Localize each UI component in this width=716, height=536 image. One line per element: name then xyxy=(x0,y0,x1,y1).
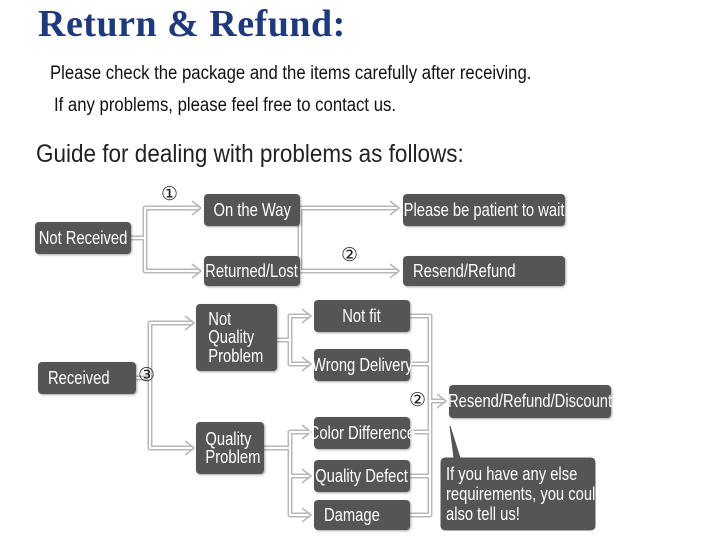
arrowhead xyxy=(301,356,313,372)
node-received: Received xyxy=(38,362,136,394)
node-color-difference: Color Difference xyxy=(309,417,415,449)
node-on-the-way: On the Way xyxy=(204,194,300,226)
arrowhead xyxy=(191,263,203,279)
speech-bubble xyxy=(440,425,596,531)
page-title: Return & Refund: xyxy=(38,3,346,45)
bubble-text: If you have any else requirements, you c… xyxy=(446,464,604,524)
bubble-line-3: also tell us! xyxy=(446,504,520,524)
node-not-quality-problem: Not Quality Problem xyxy=(196,304,277,371)
marker-two-bottom: ② xyxy=(409,389,427,411)
node-resend-refund-discount: Resend/Refund/Discount xyxy=(448,385,612,418)
arrowhead xyxy=(389,200,401,216)
connector-not-received xyxy=(131,205,200,274)
node-quality-defect: Quality Defect xyxy=(314,460,410,492)
bubble-line-2: requirements, you could xyxy=(446,484,604,504)
arrowhead xyxy=(301,507,313,523)
arrowhead xyxy=(191,200,203,216)
intro-line-2: If any problems, please feel free to con… xyxy=(54,95,397,116)
node-damage: Damage xyxy=(314,500,410,530)
node-not-received: Not Received xyxy=(35,222,131,254)
node-be-patient: Please be patient to wait xyxy=(403,194,565,226)
node-resend-refund: Resend/Refund xyxy=(403,256,565,286)
intro-line-1: Please check the package and the items c… xyxy=(50,63,532,84)
guide-heading: Guide for dealing with problems as follo… xyxy=(36,140,464,168)
connector-to-resolution xyxy=(410,313,445,518)
node-returned-lost: Returned/Lost xyxy=(204,256,300,286)
marker-one: ① xyxy=(161,183,179,205)
bubble-line-1: If you have any else xyxy=(446,464,578,484)
connector-quality xyxy=(264,429,310,518)
arrowhead xyxy=(301,308,313,324)
marker-two-top: ② xyxy=(341,244,359,266)
node-not-fit: Not fit xyxy=(314,300,410,332)
node-quality-problem: Quality Problem xyxy=(196,422,264,474)
arrowhead xyxy=(184,440,196,456)
arrowhead xyxy=(301,424,313,440)
arrowhead xyxy=(436,393,448,409)
marker-three: ③ xyxy=(138,364,156,386)
node-wrong-delivery: Wrong Delivery xyxy=(312,349,412,381)
arrowhead xyxy=(184,315,196,331)
arrowhead xyxy=(301,468,313,484)
arrowhead xyxy=(389,263,401,279)
